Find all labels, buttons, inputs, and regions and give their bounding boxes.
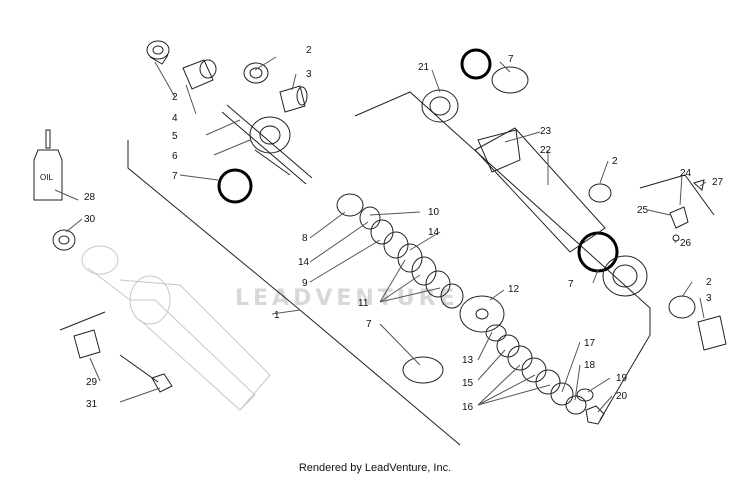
o-ring-flat [491,66,529,94]
callout-10: 10 [428,207,440,218]
valve-25 [669,206,689,229]
callout-7: 7 [508,54,514,65]
callout-13: 13 [462,355,474,366]
reservoir-end-cap [602,255,648,297]
callout-27: 27 [712,177,724,188]
callout-2: 2 [706,277,712,288]
callout-7: 7 [172,171,178,182]
sleeve-3-right [697,315,727,351]
watermark: LEADVENTURE [235,286,459,311]
reservoir-sleeve-23 [477,129,521,173]
callout-7: 7 [568,279,574,290]
reservoir-body-22 [474,127,606,253]
callout-8: 8 [302,233,308,244]
callout-1: 1 [274,310,280,321]
o-ring-left [217,168,253,204]
oil-bottle [33,129,63,201]
callout-14: 14 [428,227,440,238]
callout-2: 2 [612,156,618,167]
callout-2: 2 [172,92,178,103]
bushing-sleeve-top [182,59,217,90]
bracket-right [354,91,651,421]
callout-7: 7 [366,319,372,330]
callout-4: 4 [172,113,178,124]
callout-24: 24 [680,168,692,179]
piston-ring-7 [402,356,444,384]
callout-20: 20 [616,391,628,402]
bushing-2-lower-right [668,295,696,319]
valve-discs-upper [359,206,464,309]
sleeve-top-right [279,85,308,113]
callout-22: 22 [540,145,552,156]
leaders [54,56,707,413]
shock-shaft [221,104,313,185]
callout-30: 30 [84,214,96,225]
callout-9: 9 [302,278,308,289]
valve-cap-27 [692,179,705,191]
callout-23: 23 [540,126,552,137]
callout-26: 26 [680,238,692,249]
o-ring-top [460,48,492,80]
callout-3: 3 [306,69,312,80]
callout-2: 2 [306,45,312,56]
bracket-29-31 [59,311,106,331]
callout-29: 29 [86,377,98,388]
callout-28: 28 [84,192,96,203]
callout-11: 11 [358,298,369,309]
callout-17: 17 [584,338,596,349]
shaft-eye [249,116,291,176]
piston-12 [459,295,505,333]
bushing-30 [52,229,76,251]
callout-18: 18 [584,360,596,371]
reservoir-cap-21 [421,89,459,123]
spacer-29 [73,329,101,359]
oil-label: OIL [40,173,53,182]
callout-12: 12 [508,284,520,295]
callout-16: 16 [462,402,474,413]
valve-discs-lower [485,324,587,415]
callout-31: 31 [86,399,98,410]
shock-assembly-ghost [81,245,271,411]
callout-6: 6 [172,151,178,162]
spacer-8 [336,193,364,217]
callout-15: 15 [462,378,474,389]
bolt-31 [119,354,173,393]
washer-19 [576,388,594,402]
bushing-top-left [146,40,170,65]
callout-21: 21 [418,62,430,73]
valve-group-frame [639,174,715,216]
callout-3: 3 [706,293,712,304]
bracket-left [127,140,301,311]
nut-20 [585,405,605,425]
bushing-top-right [243,62,269,84]
footer-credit: Rendered by LeadVenture, Inc. [298,462,452,474]
bracket-bottom [299,309,461,446]
bushing-2-right [588,183,612,203]
callout-5: 5 [172,131,178,142]
o-ring-right [577,231,619,273]
callout-14: 14 [298,257,310,268]
callout-19: 19 [616,373,628,384]
callout-25: 25 [637,205,649,216]
